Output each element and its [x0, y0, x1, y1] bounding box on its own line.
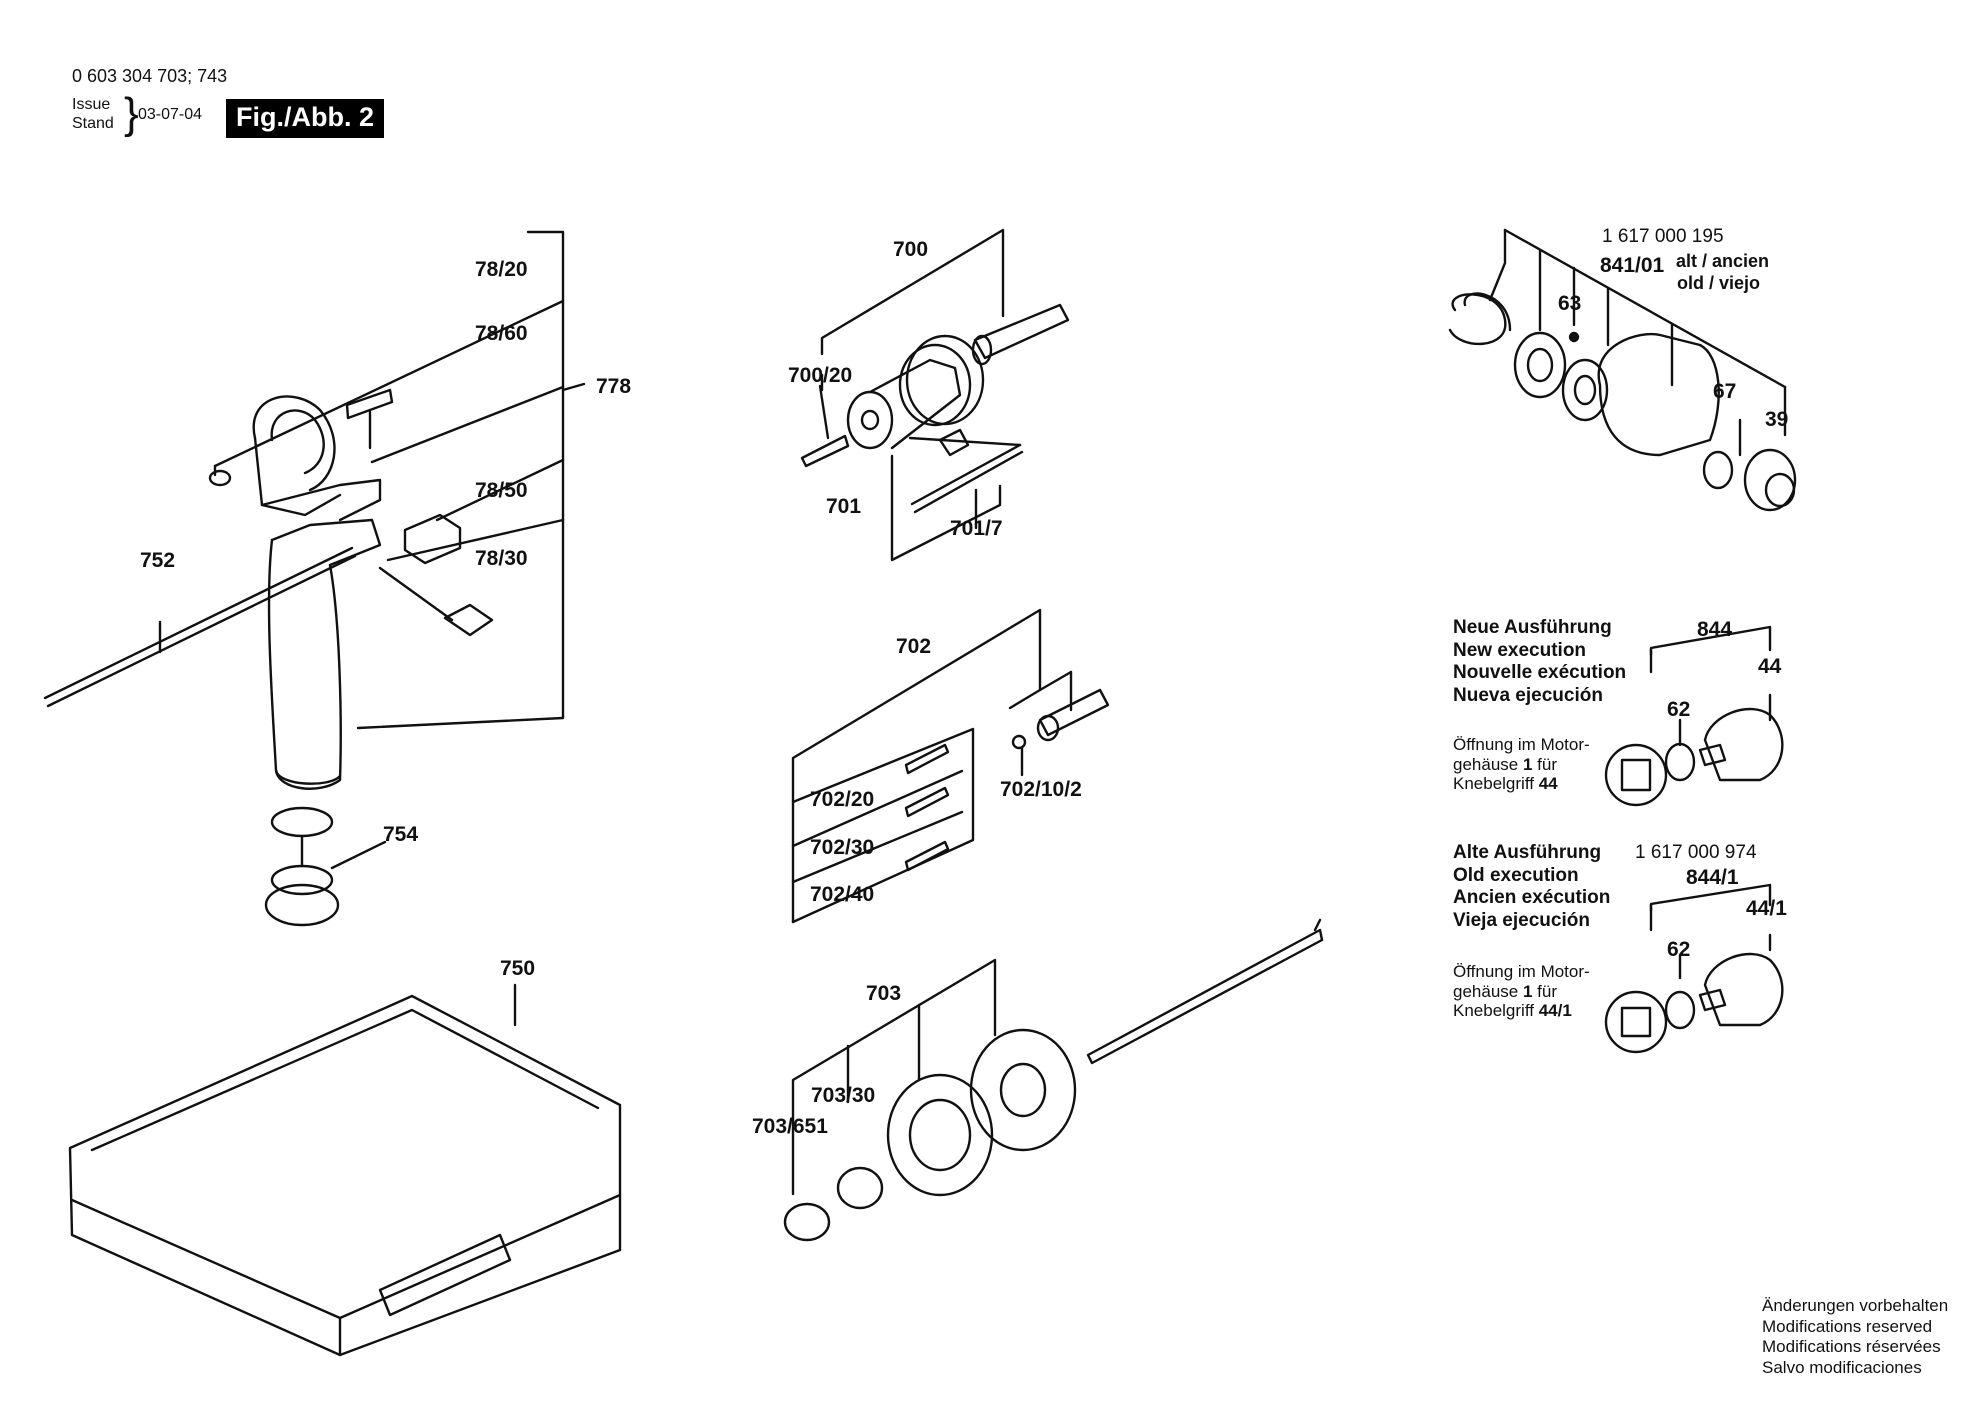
old-note-line1: Öffnung im Motor-: [1453, 962, 1590, 981]
label-844: 844: [1697, 618, 1732, 641]
tool-holder-part-number: 1 617 000 195: [1602, 226, 1724, 247]
new-execution-de: Neue Ausführung: [1453, 617, 1612, 638]
knob-old-drawing: [1604, 883, 1784, 1054]
label-703-30: 703/30: [811, 1084, 875, 1107]
label-702-30: 702/30: [810, 836, 874, 859]
old-execution-heading: Alte Ausführung Old execution Ancien exé…: [1453, 842, 1610, 932]
old-note-line2-number: 1: [1522, 981, 1533, 1001]
old-note-line3: Knebelgriff 44/1: [1453, 1001, 1590, 1021]
old-note-line2-text: gehäuse: [1453, 981, 1523, 1001]
old-execution-de: Alte Ausführung: [1453, 842, 1602, 863]
label-703: 703: [866, 982, 901, 1005]
label-78-60: 78/60: [475, 322, 528, 345]
label-702: 702: [896, 635, 931, 658]
label-702-40: 702/40: [810, 883, 874, 906]
label-702-20: 702/20: [810, 788, 874, 811]
side-handle-drawing: [43, 230, 622, 1357]
label-844-1: 844/1: [1686, 866, 1739, 889]
modifications-de: Änderungen vorbehalten: [1762, 1296, 1949, 1315]
new-note-line3-text: Knebelgriff: [1453, 774, 1539, 793]
new-note-line2-number: 1: [1522, 754, 1533, 774]
label-62-new: 62: [1667, 698, 1690, 721]
old-execution-fr: Ancien exécution: [1453, 887, 1611, 908]
label-778: 778: [596, 375, 631, 398]
new-note-line2-text: gehäuse: [1453, 754, 1523, 774]
label-78-20: 78/20: [475, 258, 528, 281]
old-execution-es: Vieja ejecución: [1453, 909, 1590, 931]
label-752: 752: [140, 549, 175, 572]
label-78-30: 78/30: [475, 547, 528, 570]
alt-ancien-note: alt / ancien: [1676, 251, 1770, 271]
label-702-10-2: 702/10/2: [1000, 778, 1082, 801]
new-execution-en: New execution: [1453, 639, 1587, 661]
label-62-old: 62: [1667, 938, 1690, 961]
modifications-en: Modifications reserved: [1762, 1316, 1933, 1336]
label-701-7: 701/7: [950, 517, 1003, 540]
issue-label: Issue: [72, 96, 111, 113]
knob-new-drawing: [1604, 625, 1784, 807]
label-701: 701: [826, 495, 861, 518]
figure-badge: Fig./Abb. 2: [226, 99, 384, 138]
label-700: 700: [893, 238, 928, 261]
label-750: 750: [500, 957, 535, 980]
label-841-01: 841/01: [1600, 254, 1665, 277]
new-note-line3: Knebelgriff 44: [1453, 774, 1590, 794]
label-67: 67: [1713, 380, 1736, 403]
label-44-1: 44/1: [1746, 897, 1787, 920]
drill-chuck-drawing: [800, 228, 1070, 562]
new-execution-fr: Nouvelle exécution: [1453, 662, 1627, 683]
label-44: 44: [1758, 655, 1782, 678]
new-note-line2: gehäuse 1 für: [1453, 755, 1590, 775]
label-63: 63: [1558, 292, 1581, 315]
old-execution-en: Old execution: [1453, 864, 1579, 886]
label-700-20: 700/20: [788, 364, 852, 387]
label-39: 39: [1765, 408, 1788, 431]
old-note-line2-suffix: für: [1532, 981, 1557, 1001]
new-note-line3-number: 44: [1538, 774, 1558, 793]
dust-cap-set-drawing: [783, 918, 1324, 1242]
label-703-651: 703/651: [752, 1115, 828, 1138]
old-execution-part-number: 1 617 000 974: [1635, 842, 1757, 863]
issue-date: 03-07-04: [138, 106, 203, 123]
old-note-line3-text: Knebelgriff: [1453, 1001, 1539, 1020]
old-viejo-note: old / viejo: [1677, 273, 1761, 293]
tool-holder-drawing: [1448, 228, 1797, 512]
brace-glyph: }: [124, 89, 139, 138]
label-754: 754: [383, 823, 418, 846]
new-execution-note: Öffnung im Motor- gehäuse 1 für Knebelgr…: [1453, 735, 1590, 794]
new-execution-es: Nueva ejecución: [1453, 684, 1603, 706]
stand-label: Stand: [72, 115, 114, 132]
old-execution-note: Öffnung im Motor- gehäuse 1 für Knebelgr…: [1453, 962, 1590, 1021]
label-78-50: 78/50: [475, 479, 528, 502]
issue-stand-label: Issue Stand: [72, 95, 114, 133]
new-execution-heading: Neue Ausführung New execution Nouvelle e…: [1453, 617, 1626, 707]
modifications-es: Salvo modificaciones: [1762, 1357, 1922, 1377]
old-note-line3-number: 44/1: [1538, 1001, 1572, 1020]
model-part-numbers: 0 603 304 703; 743: [72, 66, 228, 86]
old-note-line2: gehäuse 1 für: [1453, 982, 1590, 1002]
bit-set-drawing: [791, 608, 1110, 924]
new-note-line2-suffix: für: [1532, 754, 1557, 774]
modifications-notice: Änderungen vorbehalten Modifications res…: [1762, 1296, 1948, 1378]
modifications-fr: Modifications réservées: [1762, 1337, 1941, 1356]
new-note-line1: Öffnung im Motor-: [1453, 735, 1590, 754]
